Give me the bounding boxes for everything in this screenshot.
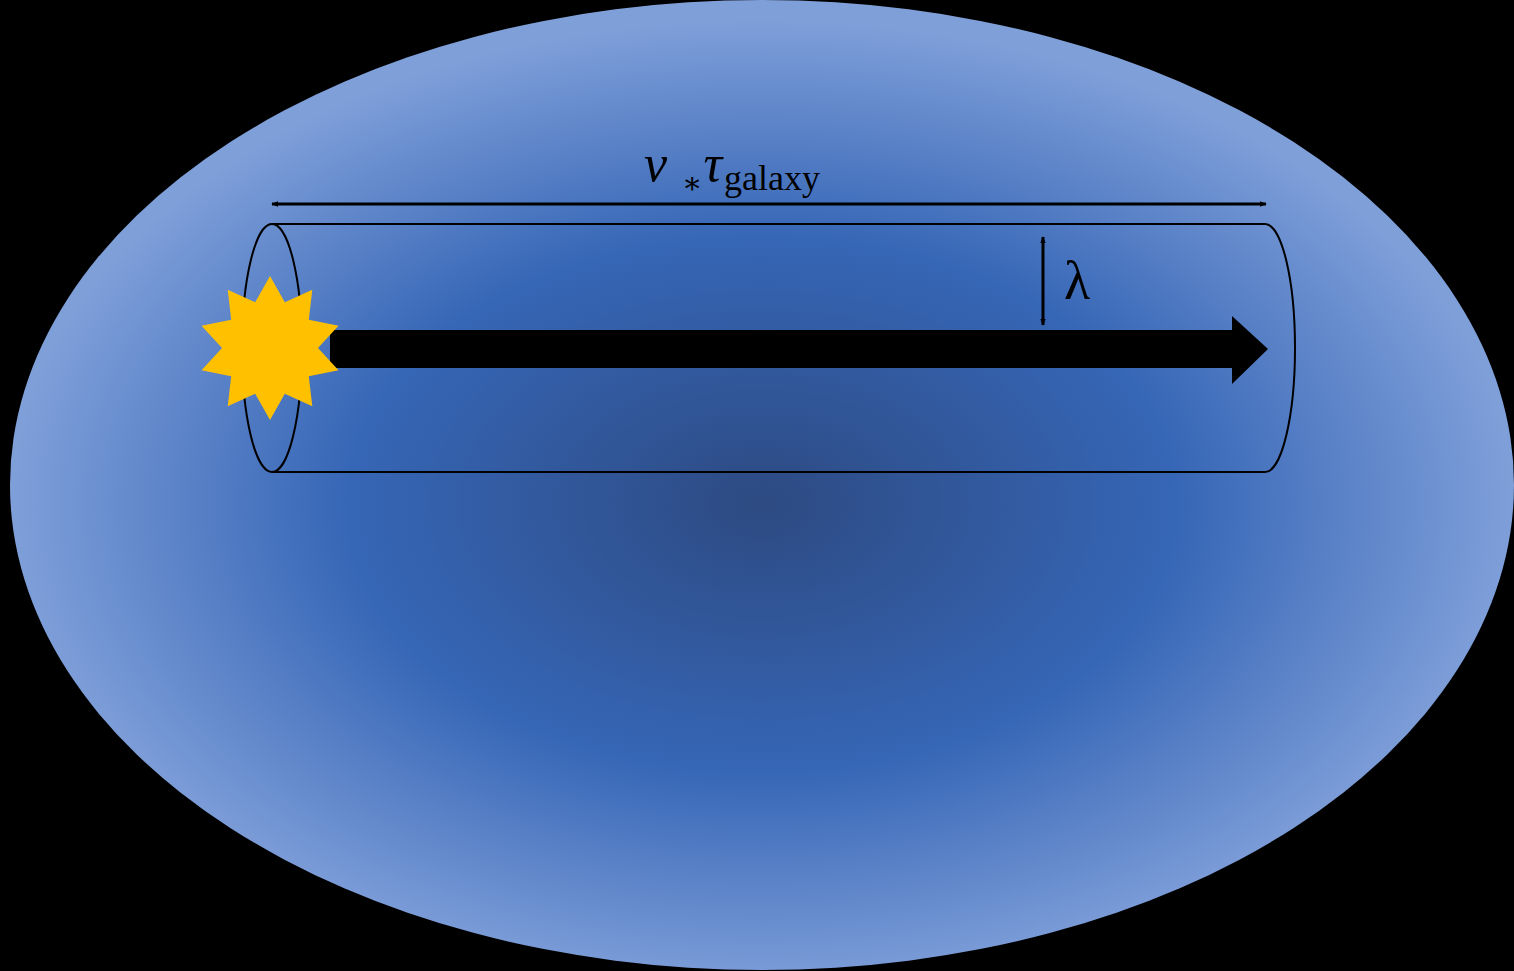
radius-arrow (1042, 237, 1045, 325)
time-symbol: τ (703, 138, 722, 190)
length-arrow (272, 203, 1266, 206)
star-symbol (202, 276, 339, 420)
galaxy (10, 0, 1514, 970)
cylinder (242, 224, 1295, 472)
velocity-arrow (330, 316, 1268, 384)
lambda-label: λ (1064, 254, 1090, 308)
subscript-star: ∗ (682, 168, 702, 198)
velocity-symbol: v (644, 138, 667, 190)
subscript-galaxy: galaxy (724, 160, 820, 196)
